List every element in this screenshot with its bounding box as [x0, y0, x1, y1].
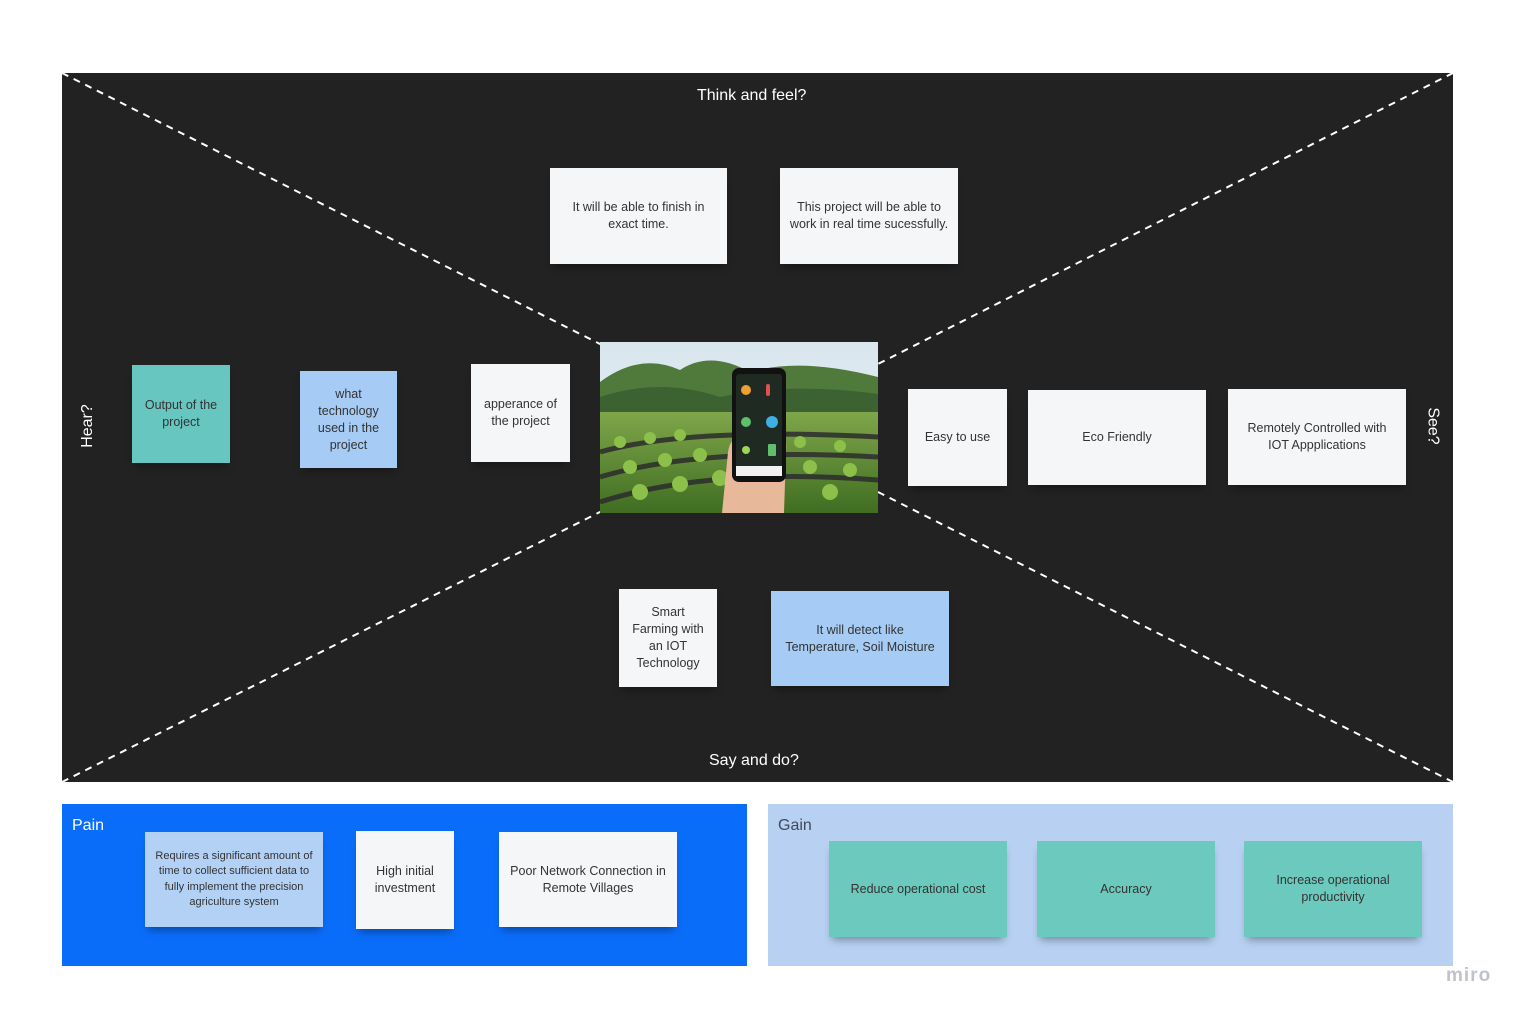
diagonal-dividers	[62, 73, 1453, 782]
divider-bottom-right	[875, 490, 1453, 782]
sticky-note-think-2[interactable]: This project will be able to work in rea…	[780, 168, 958, 264]
sticky-note-text: Easy to use	[924, 430, 991, 444]
sticky-note-say-1[interactable]: Smart Farming with an IOT Technology	[619, 589, 717, 687]
sticky-note-text: This project will be able to work in rea…	[789, 200, 949, 231]
sticky-note-text: It will detect like Temperature, Soil Mo…	[785, 622, 935, 654]
sticky-note-text: apperance of the project	[484, 397, 557, 428]
farm-phone-illustration	[600, 342, 878, 513]
sticky-note-text: Remotely Controlled with IOT Appplicatio…	[1247, 421, 1387, 452]
sticky-note-text: Smart Farming with an IOT Technology	[632, 605, 704, 670]
gain-title: Gain	[778, 817, 812, 834]
sticky-note-text: what technology used in the project	[317, 386, 380, 452]
sticky-note-text: It will be able to finish in exact time.	[572, 200, 705, 231]
sticky-note-pain-2[interactable]: High initial investment	[356, 831, 454, 929]
divider-top-left	[62, 73, 603, 346]
see-label: See?	[1424, 407, 1442, 445]
gain-panel: Gain Reduce operational cost Accuracy In…	[768, 804, 1453, 966]
sticky-note-pain-3[interactable]: Poor Network Connection in Remote Villag…	[499, 832, 677, 927]
sticky-note-pain-1[interactable]: Requires a significant amount of time to…	[145, 832, 323, 927]
divider-bottom-left	[62, 510, 603, 782]
sticky-note-text: Eco Friendly	[1082, 430, 1152, 444]
sticky-note-see-3[interactable]: Remotely Controlled with IOT Appplicatio…	[1228, 389, 1406, 485]
sticky-note-text: High initial investment	[374, 864, 436, 895]
sticky-note-see-2[interactable]: Eco Friendly	[1028, 390, 1206, 485]
pain-panel: Pain Requires a significant amount of ti…	[62, 804, 747, 966]
sticky-note-text: Poor Network Connection in Remote Villag…	[510, 863, 666, 895]
think-and-feel-label: Think and feel?	[697, 87, 807, 104]
say-and-do-label: Say and do?	[709, 752, 799, 769]
hear-label: Hear?	[78, 404, 96, 448]
sticky-note-hear-3[interactable]: apperance of the project	[471, 364, 570, 462]
sticky-note-text: Requires a significant amount of time to…	[155, 849, 313, 909]
miro-logo: miro	[1446, 965, 1492, 986]
sticky-note-text: Increase operational productivity	[1276, 873, 1390, 904]
sticky-note-see-1[interactable]: Easy to use	[908, 389, 1007, 486]
sticky-note-say-2[interactable]: It will detect like Temperature, Soil Mo…	[771, 591, 949, 686]
sticky-note-think-1[interactable]: It will be able to finish in exact time.	[550, 168, 727, 264]
sticky-note-hear-1[interactable]: Output of the project	[132, 365, 230, 463]
empathy-map-board: Think and feel? Say and do? Hear? See? I…	[62, 73, 1453, 782]
sticky-note-gain-3[interactable]: Increase operational productivity	[1244, 841, 1422, 937]
divider-top-right	[875, 73, 1453, 366]
sticky-note-text: Accuracy	[1100, 881, 1152, 896]
pain-title: Pain	[72, 817, 105, 834]
smart-farming-photo	[600, 342, 878, 513]
sticky-note-hear-2[interactable]: what technology used in the project	[300, 371, 397, 468]
sticky-note-gain-1[interactable]: Reduce operational cost	[829, 841, 1007, 937]
sticky-note-text: Output of the project	[144, 398, 218, 429]
sticky-note-text: Reduce operational cost	[850, 881, 986, 896]
sticky-note-gain-2[interactable]: Accuracy	[1037, 841, 1215, 937]
